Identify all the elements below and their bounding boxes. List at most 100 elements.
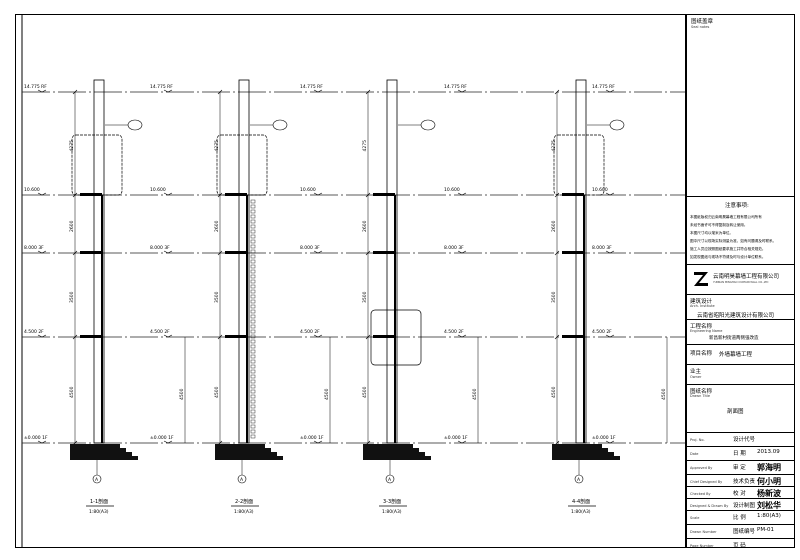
- dimension-tick: [72, 250, 78, 256]
- dimension-tick: [365, 89, 371, 95]
- detail-callout-icon: [272, 119, 288, 131]
- proj-label: 项目名称: [690, 351, 713, 357]
- level-label: 10.600: [24, 187, 40, 193]
- dimension-value: 3500: [214, 291, 220, 303]
- level-label: ±0.000 1F: [444, 435, 468, 441]
- title-row: Chief Designed By 技术负责 何小明: [687, 474, 795, 486]
- detail-boundary: [553, 134, 605, 196]
- detail-boundary: [370, 309, 422, 366]
- signature: 刘松华: [757, 500, 781, 510]
- dimension-value: 4500: [214, 386, 220, 398]
- insulation-hatch: [250, 369, 256, 374]
- dimension-value: 2600: [69, 220, 75, 232]
- insulation-hatch: [250, 214, 256, 219]
- note-line: 图中尺寸以现场实际测量为准，如有问题请及时联系。: [690, 239, 777, 243]
- arch-value: 云南省昭阳光建筑设计有限公司: [697, 313, 775, 319]
- notes-title: 注意事项:: [725, 203, 749, 209]
- row-label-cn: 设计制图: [733, 503, 756, 509]
- insulation-hatch: [250, 259, 256, 264]
- signature: 杨新波: [757, 488, 781, 498]
- title-row: Date 日 期 2013.09: [687, 446, 795, 460]
- dimension-tick: [217, 250, 223, 256]
- floor-slab: [373, 193, 395, 196]
- insulation-hatch: [250, 264, 256, 269]
- level-marker-icon: [163, 250, 173, 254]
- level-marker-icon: [457, 192, 467, 196]
- axis-bubble-icon: [574, 474, 584, 484]
- insulation-hatch: [250, 374, 256, 379]
- axis-label: A: [95, 477, 99, 483]
- row-label-en: Approved By: [690, 466, 713, 470]
- title-row: Proj. No. 设计代号: [687, 432, 795, 446]
- insulation-hatch: [250, 419, 256, 424]
- floor-slab: [80, 335, 102, 338]
- row-value: 1:80(A3): [757, 513, 781, 519]
- row-label-cn: 设计代号: [733, 437, 756, 443]
- insulation-hatch: [250, 294, 256, 299]
- dimension-value: 4275: [362, 140, 368, 152]
- level-label: ±0.000 1F: [592, 435, 616, 441]
- level-label: 8.000 3F: [444, 245, 464, 251]
- insulation-hatch: [250, 244, 256, 249]
- engineering-name: 工程名称 Engineering Name 新昌新村街道两侧强改造: [687, 319, 795, 344]
- dimension-value: 4500: [179, 388, 185, 400]
- detail-boundary: [216, 134, 268, 196]
- insulation-hatch: [250, 434, 256, 439]
- row-value: PM-01: [757, 527, 775, 533]
- insulation-hatch: [250, 429, 256, 434]
- row-label-cn: 校 对: [733, 491, 746, 497]
- arch-label-en: Arch. Institute: [690, 304, 715, 308]
- dimension-tick: [217, 89, 223, 95]
- level-marker-icon: [313, 334, 323, 338]
- insulation-hatch: [250, 324, 256, 329]
- level-label: 4.500 2F: [444, 329, 464, 335]
- insulation-hatch: [250, 384, 256, 389]
- insulation-hatch: [250, 269, 256, 274]
- insulation-hatch: [250, 284, 256, 289]
- insulation-hatch: [250, 344, 256, 349]
- note-line: 本图尺寸均以毫米为单位。: [690, 231, 734, 235]
- signature: 何小明: [757, 476, 781, 486]
- insulation-hatch: [250, 219, 256, 224]
- axis-bubble-icon: [385, 474, 395, 484]
- company-name: 云南明昊幕墙工程有限公司: [713, 274, 780, 280]
- owner-label-en: Owner: [690, 375, 702, 379]
- arch-institute: 建筑设计 Arch. Institute 云南省昭阳光建筑设计有限公司: [687, 294, 795, 319]
- level-marker-icon: [37, 192, 47, 196]
- level-label: 14.775 RF: [300, 84, 323, 90]
- steps: [594, 444, 620, 460]
- row-label-en: Drawn Number: [690, 530, 717, 534]
- level-label: 4.500 2F: [150, 329, 170, 335]
- row-label-en: Checked By: [690, 492, 711, 496]
- insulation-hatch: [250, 209, 256, 214]
- floor-slab: [562, 251, 584, 254]
- insulation-hatch: [250, 224, 256, 229]
- row-label-en: Date: [690, 452, 699, 456]
- insulation-hatch: [250, 229, 256, 234]
- arch-label: 建筑设计: [690, 299, 713, 305]
- level-marker-icon: [605, 440, 615, 444]
- column: [575, 79, 587, 444]
- floor-slab: [373, 251, 395, 254]
- insulation-hatch: [250, 364, 256, 369]
- row-label-en: Page Number: [690, 544, 714, 548]
- insulation-hatch: [250, 279, 256, 284]
- dimension-tick: [554, 334, 560, 340]
- level-marker-icon: [605, 250, 615, 254]
- dimension-value: 4500: [362, 386, 368, 398]
- dimension-tick: [554, 89, 560, 95]
- eng-value: 新昌新村街道两侧强改造: [709, 336, 759, 341]
- note-line: 未经书面许可不得复制及转让使用。: [690, 223, 748, 227]
- level-marker-icon: [457, 440, 467, 444]
- eng-label: 工程名称: [690, 324, 713, 330]
- row-label-en: Proj. No.: [690, 438, 705, 442]
- dimension-value: 4275: [69, 140, 75, 152]
- insulation-hatch: [250, 254, 256, 259]
- floor-slab: [80, 193, 102, 196]
- insulation-hatch: [250, 274, 256, 279]
- insulation-hatch: [250, 304, 256, 309]
- title-row: Drawn Number 图纸编号 PM-01: [687, 524, 795, 538]
- detail-callout-icon: [127, 119, 143, 131]
